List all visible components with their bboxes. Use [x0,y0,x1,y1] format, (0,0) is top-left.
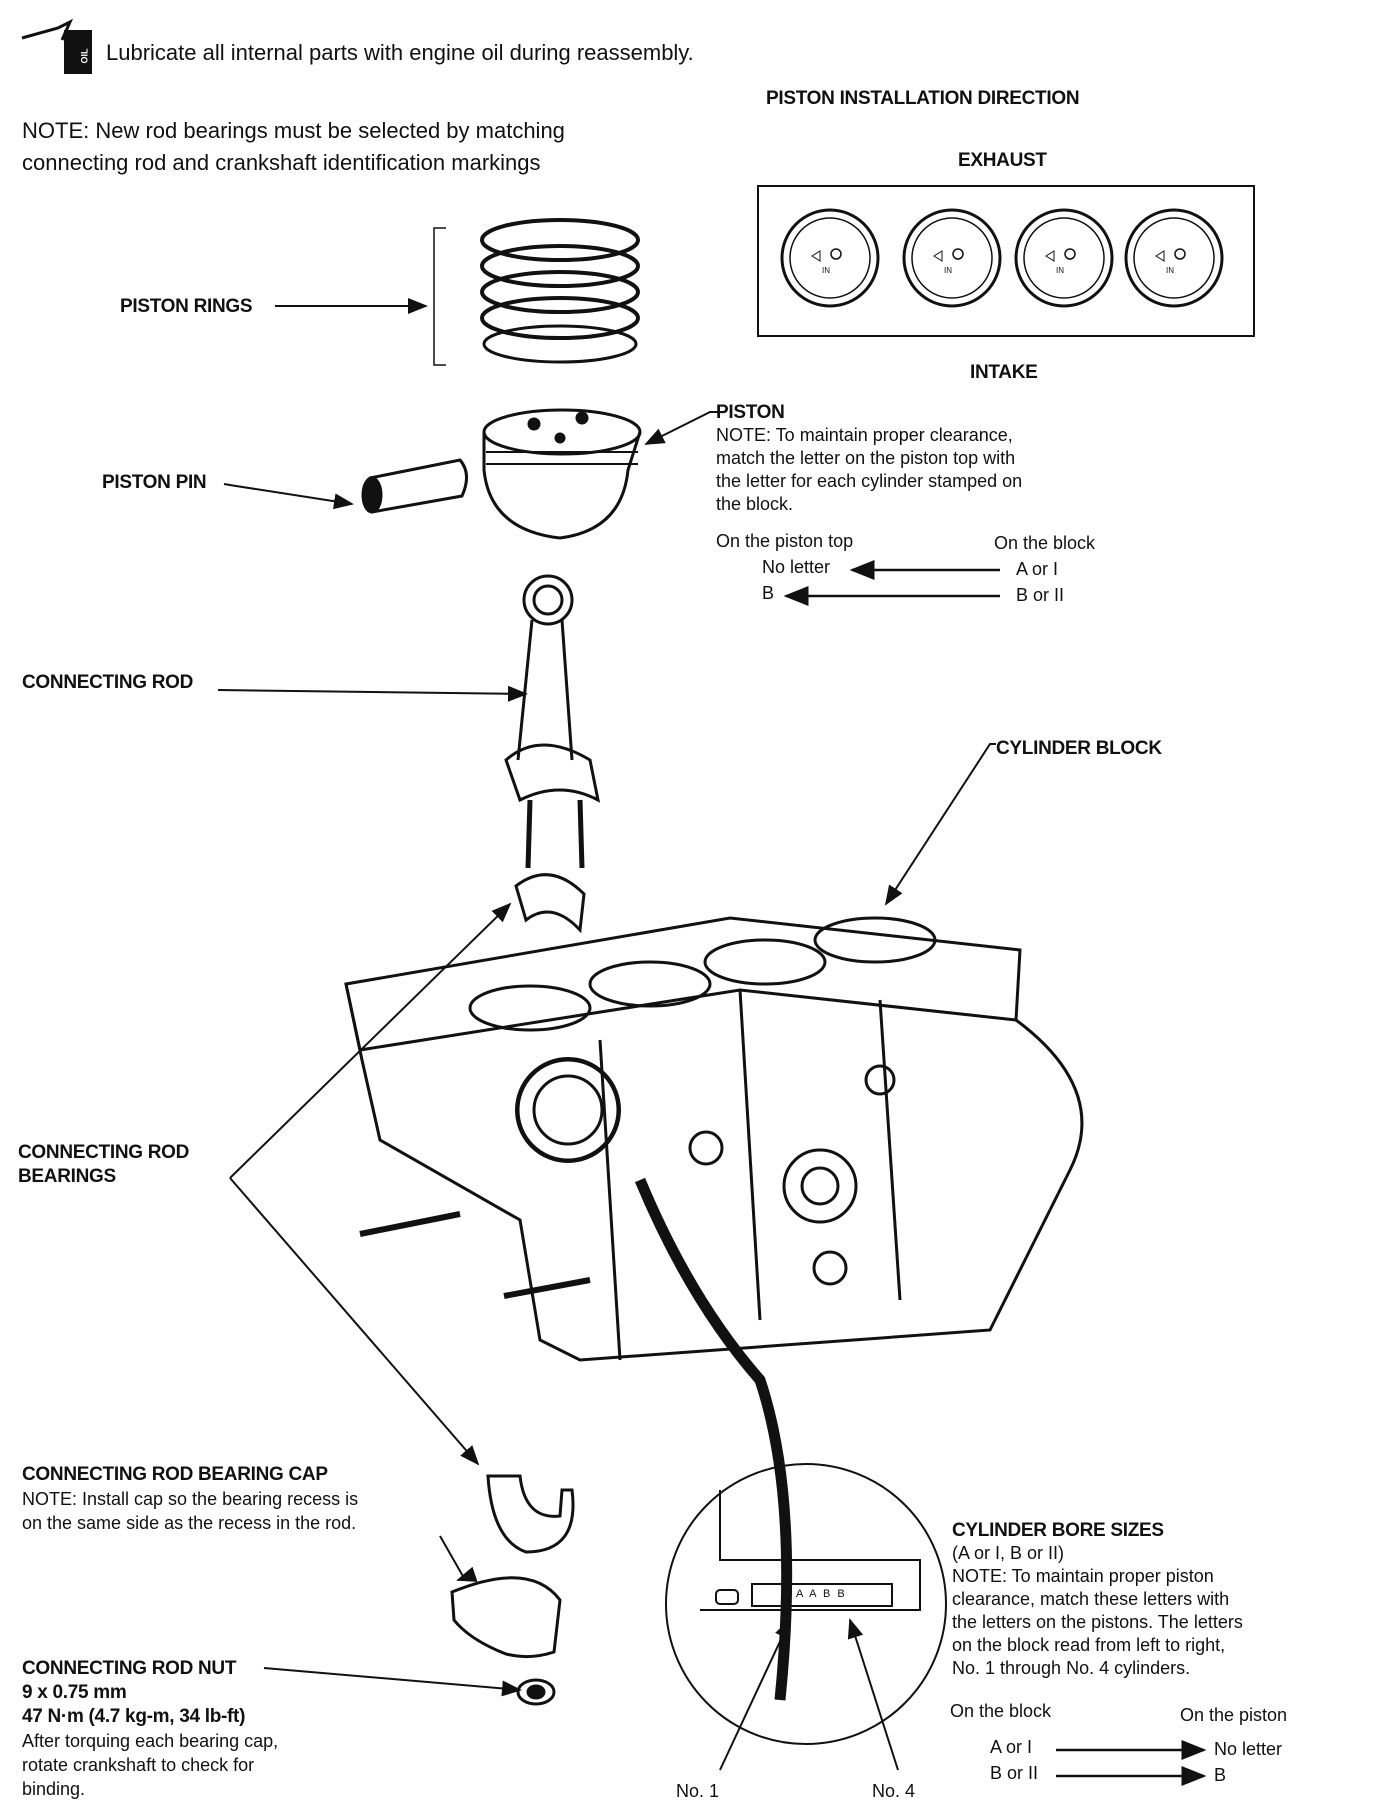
piston-drawing [482,408,642,540]
piston-row2-right: B or II [1016,585,1065,605]
rod-nut-note1: After torquing each bearing cap, [22,1731,279,1751]
piston-col-right: On the block [994,533,1096,553]
connecting-rod-drawing [504,574,601,869]
bearing-note-line1: NOTE: New rod bearings must be selected … [22,118,565,143]
piston-col-left: On the piston top [716,531,854,551]
piston-top-2 [902,208,1002,308]
bore-table-arrows [1056,1740,1207,1786]
piston-mark-2: IN [944,266,952,275]
rod-bearings-label-line1: CONNECTING ROD [18,1142,190,1163]
piston-table-arrows [783,560,1000,606]
bore-sizes-title: CYLINDER BORE SIZES [952,1520,1164,1541]
leader-lines [217,298,996,1771]
piston-rings-drawing [433,218,640,366]
direction-title: PISTON INSTALLATION DIRECTION [766,88,1080,109]
bore-row2-left: B or II [990,1763,1039,1783]
rod-bearings-label-line2: BEARINGS [18,1166,116,1187]
piston-rings-label: PISTON RINGS [120,296,253,317]
bore-note-3: the letters on the pistons. The letters [952,1612,1243,1632]
piston-note-1: NOTE: To maintain proper clearance, [716,425,1013,445]
bearing-cap-drawing [450,1576,562,1659]
oil-icon-label: OIL [79,48,89,64]
piston-row2-left: B [762,583,775,603]
piston-title: PISTON [716,402,785,423]
bore-stamp: A A B B [796,1588,847,1600]
rod-nut-drawing [516,1678,556,1706]
piston-pin-drawing [361,458,468,514]
piston-top-4 [1124,208,1224,308]
rod-nut-torque: 47 N·m (4.7 kg-m, 34 lb-ft) [22,1706,246,1727]
bearing-cap-note2: on the same side as the recess in the ro… [22,1513,357,1533]
cylinder-block-drawing [344,916,1084,1362]
bore-row1-left: A or I [990,1737,1033,1757]
bore-sizes-subtitle: (A or I, B or II) [952,1543,1065,1563]
piston-pin-label: PISTON PIN [102,472,207,493]
bore-row2-right: B [1214,1765,1227,1785]
piston-note-4: the block. [716,494,794,514]
bore-note-4: on the block read from left to right, [952,1635,1226,1655]
bore-note-2: clearance, match these letters with [952,1589,1230,1609]
rod-nut-size: 9 x 0.75 mm [22,1682,127,1703]
intake-label: INTAKE [970,362,1038,383]
bore-note-5: No. 1 through No. 4 cylinders. [952,1658,1191,1678]
piston-note-3: the letter for each cylinder stamped on [716,471,1023,491]
lower-bearing-drawing [486,1474,575,1554]
bearing-note-line2: connecting rod and crankshaft identifica… [22,150,541,175]
upper-bearing-drawing [514,873,586,934]
rod-nut-note3: binding. [22,1779,86,1799]
cylinder-block-label: CYLINDER BLOCK [996,738,1162,759]
oil-instruction: Lubricate all internal parts with engine… [106,40,694,65]
bore-note-1: NOTE: To maintain proper piston [952,1566,1214,1586]
exhaust-label: EXHAUST [958,150,1047,171]
piston-row1-left: No letter [762,557,831,577]
piston-note-2: match the letter on the piston top with [716,448,1016,468]
bore-col-left: On the block [950,1701,1052,1721]
bore-col-right: On the piston [1180,1705,1288,1725]
bearing-cap-title: CONNECTING ROD BEARING CAP [22,1464,328,1485]
piston-direction-panel [757,185,1255,337]
cylinder-no4-label: No. 4 [872,1781,916,1801]
oil-can-icon [21,18,92,74]
cylinder-no1-label: No. 1 [676,1781,720,1801]
piston-mark-1: IN [822,266,830,275]
piston-mark-3: IN [1056,266,1064,275]
piston-note-block: PISTON NOTE: To maintain proper clearanc… [716,402,1116,516]
bore-sizes-block: CYLINDER BORE SIZES (A or I, B or II) NO… [952,1520,1362,1680]
piston-mark-4: IN [1166,266,1174,275]
rod-nut-note2: rotate crankshaft to check for [22,1755,255,1775]
connecting-rod-label: CONNECTING ROD [22,672,194,693]
stamp-detail-magnifier [515,1057,947,1745]
bearing-cap-note1: NOTE: Install cap so the bearing recess … [22,1489,359,1509]
piston-top-1 [780,208,880,308]
piston-top-3 [1014,208,1114,308]
rod-nut-title: CONNECTING ROD NUT [22,1658,237,1679]
bore-row1-right: No letter [1214,1739,1283,1759]
piston-row1-right: A or I [1016,559,1059,579]
